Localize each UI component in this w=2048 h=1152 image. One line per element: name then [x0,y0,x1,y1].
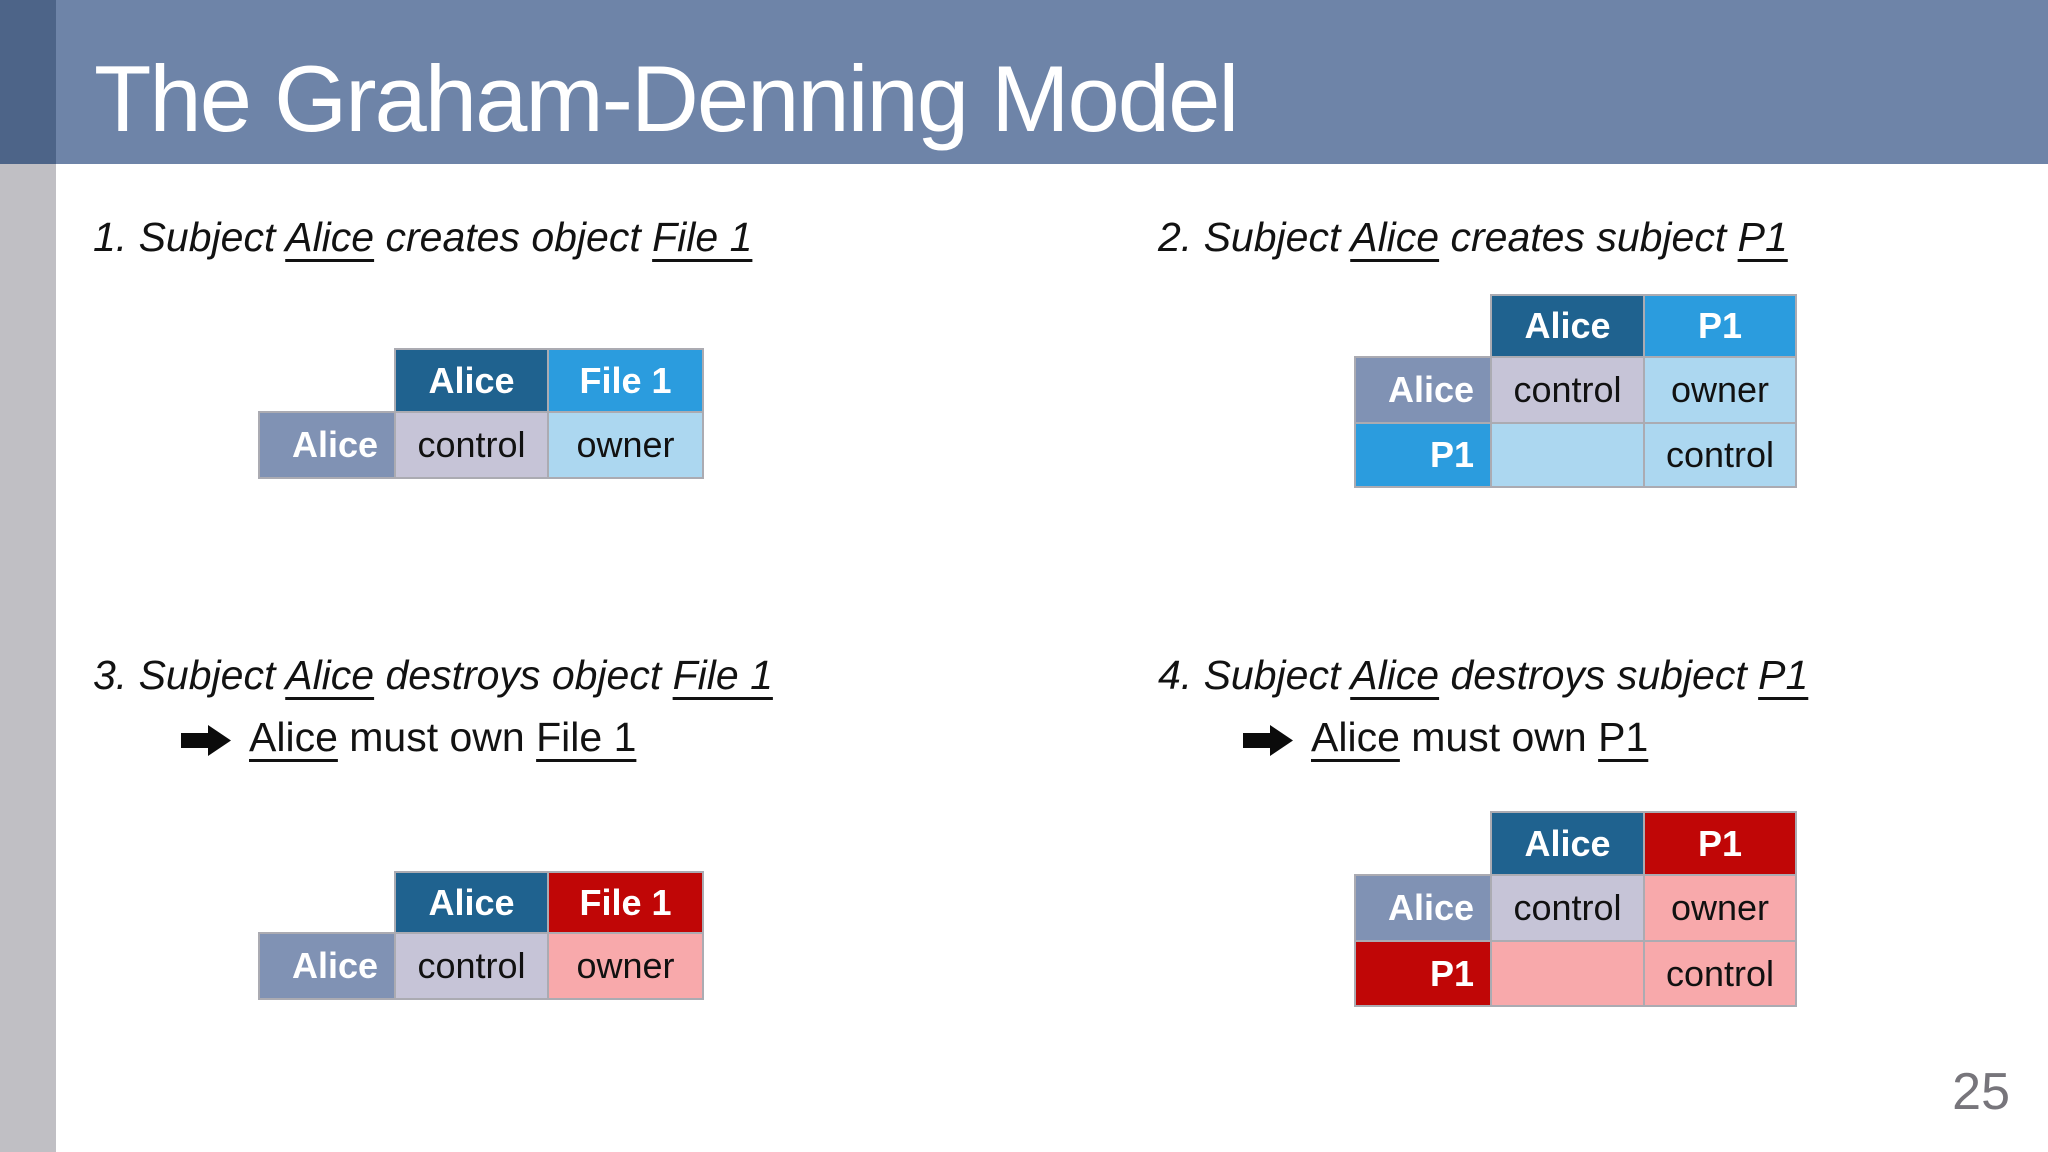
matrix-cell: control [1645,942,1795,1005]
matrix-cell-empty [1492,942,1643,1005]
col-header-alice: Alice [396,873,547,932]
heading-underlined-name: P1 [1758,652,1809,698]
col-header-file1: File 1 [549,873,702,932]
matrix-cell: control [1492,876,1643,940]
heading-text: 1. Subject [93,214,286,260]
header-band [0,0,2048,164]
row-header-p1: P1 [1356,942,1490,1005]
matrix-cell: control [396,934,547,998]
note-underlined-name: File 1 [536,714,637,760]
heading-text: creates object [374,214,653,260]
matrix-cell: owner [549,413,702,477]
heading-text: 3. Subject [93,652,286,698]
row-header-alice: Alice [260,413,394,477]
heading-underlined-name: File 1 [672,652,773,698]
corner-spacer [260,873,394,932]
col-header-file1: File 1 [549,350,702,411]
heading-text: creates subject [1439,214,1738,260]
col-header-p1: P1 [1645,296,1795,356]
row-header-alice: Alice [260,934,394,998]
item-1-heading: 1. Subject Alice creates object File 1 [93,212,752,263]
heading-text: 4. Subject [1158,652,1351,698]
row-header-p1: P1 [1356,424,1490,486]
note-text: Alice must own P1 [1311,712,1648,763]
item-4-heading: 4. Subject Alice destroys subject P1 [1158,650,1808,701]
matrix-cell: owner [1645,876,1795,940]
item-4-note: Alice must own P1 [1243,712,1648,763]
heading-text: 2. Subject [1158,214,1351,260]
col-header-alice: Alice [1492,813,1643,874]
heading-underlined-name: Alice [1350,214,1440,260]
item-3-note: Alice must own File 1 [181,712,636,763]
matrix-cell: control [396,413,547,477]
note-underlined-name: P1 [1598,714,1649,760]
access-matrix-table-3: Alice File 1 Alice control owner [260,873,702,998]
arrow-right-icon [1243,725,1293,757]
row-header-alice: Alice [1356,876,1490,940]
matrix-cell: control [1492,358,1643,422]
header-corner-block [0,0,56,164]
heading-text: destroys object [374,652,673,698]
heading-underlined-name: Alice [285,652,375,698]
item-2-heading: 2. Subject Alice creates subject P1 [1158,212,1788,263]
heading-underlined-name: Alice [285,214,375,260]
access-matrix-table-1: Alice File 1 Alice control owner [260,350,702,477]
access-matrix-table-2: Alice P1 Alice control owner P1 control [1356,296,1795,486]
matrix-cell: control [1645,424,1795,486]
matrix-cell: owner [549,934,702,998]
slide-title: The Graham-Denning Model [94,46,1239,151]
heading-underlined-name: File 1 [652,214,753,260]
corner-spacer [260,350,394,411]
heading-underlined-name: P1 [1737,214,1788,260]
note-underlined-name: Alice [249,714,338,760]
heading-text: destroys subject [1439,652,1759,698]
arrow-right-icon [181,725,231,757]
col-header-alice: Alice [396,350,547,411]
matrix-cell: owner [1645,358,1795,422]
access-matrix-table-4: Alice P1 Alice control owner P1 control [1356,813,1795,1005]
note-underlined-name: Alice [1311,714,1400,760]
left-side-strip [0,164,56,1152]
heading-underlined-name: Alice [1350,652,1440,698]
corner-spacer [1356,296,1490,356]
note-text-part: must own [1399,714,1599,760]
page-number: 25 [1952,1063,2010,1121]
col-header-p1: P1 [1645,813,1795,874]
col-header-alice: Alice [1492,296,1643,356]
note-text-part: must own [337,714,537,760]
corner-spacer [1356,813,1490,874]
row-header-alice: Alice [1356,358,1490,422]
matrix-cell-empty [1492,424,1643,486]
note-text: Alice must own File 1 [249,712,636,763]
item-3-heading: 3. Subject Alice destroys object File 1 [93,650,773,701]
